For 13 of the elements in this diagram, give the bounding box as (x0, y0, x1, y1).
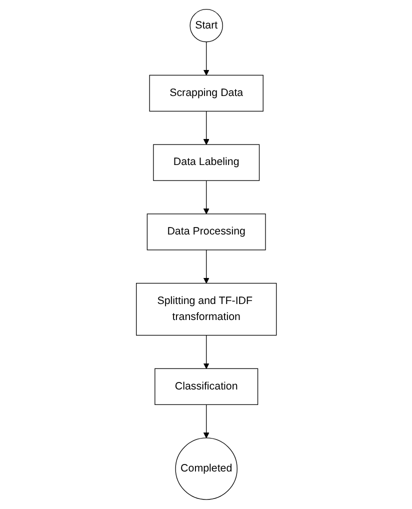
node-circle: Start (189, 9, 223, 42)
arrow (203, 250, 209, 284)
node-circle: Completed (174, 438, 238, 500)
arrow (203, 404, 209, 438)
arrow (203, 180, 209, 214)
arrow (203, 42, 209, 76)
node-box: Data Processing (146, 214, 266, 250)
arrow (203, 334, 209, 369)
node-box: Splitting and TF-IDF transformation (136, 282, 276, 336)
node-box: Scrapping Data (148, 74, 264, 112)
node-box: Data Labeling (152, 144, 260, 181)
node-box: Classification (154, 368, 258, 405)
arrow (203, 110, 209, 145)
